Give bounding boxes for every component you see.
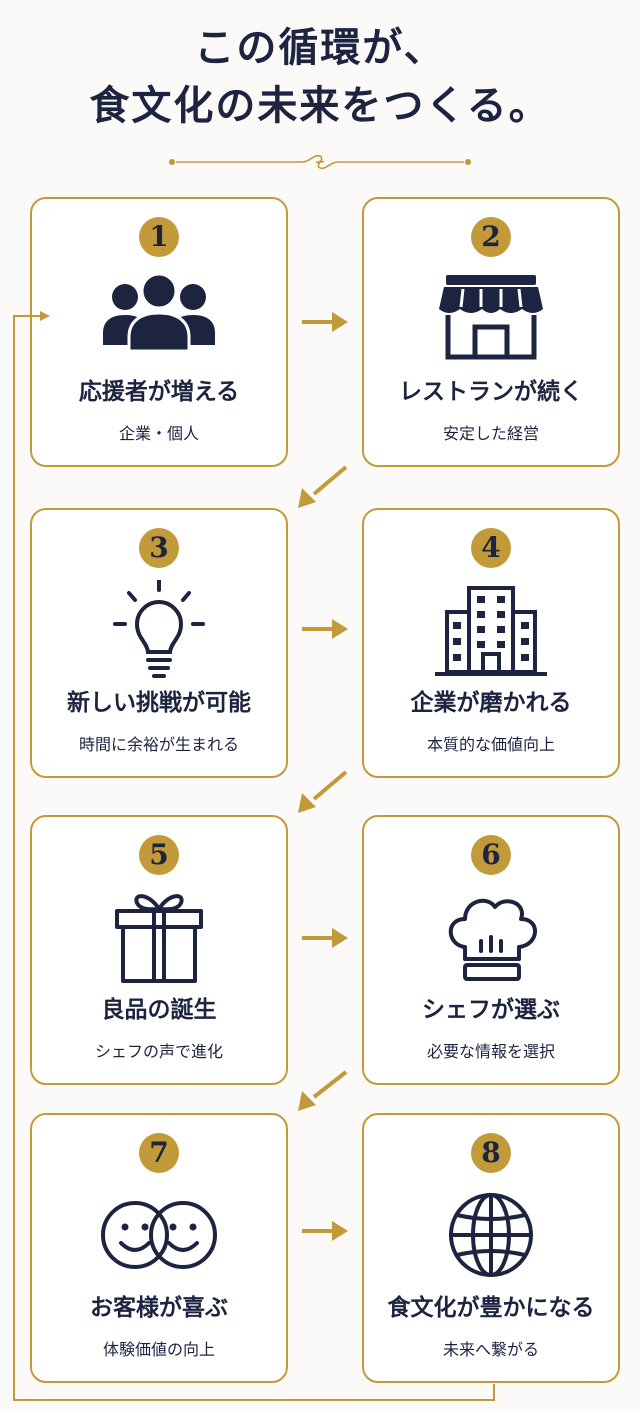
people-icon	[103, 272, 215, 353]
step-subtitle: 時間に余裕が生まれる	[78, 735, 239, 754]
globe-icon	[449, 1193, 533, 1277]
arrow-4-to-5	[298, 770, 348, 813]
step-card-7: 7 お客様が喜ぶ 体験価値の向上	[30, 1113, 288, 1383]
step-title: 食文化が豊かになる	[387, 1295, 595, 1321]
page-title-line-1: この循環が、	[194, 24, 446, 71]
step-number-badge: 3	[139, 528, 179, 568]
step-card-4: 4 企業が磨かれる 本質的な価値向上	[362, 508, 620, 778]
step-title: 良品の誕生	[101, 997, 217, 1023]
step-subtitle: 体験価値の向上	[102, 1340, 215, 1359]
step-subtitle: 安定した経営	[442, 424, 539, 443]
step-title: 新しい挑戦が可能	[67, 690, 251, 716]
step-card-8: 8 食文化が豊かになる 未来へ繋がる	[362, 1113, 620, 1383]
step-card-6: 6 シェフが選ぶ 必要な情報を選択	[362, 815, 620, 1085]
step-number-badge: 1	[139, 217, 179, 257]
arrow-7-to-8	[302, 1221, 348, 1241]
step-subtitle: 必要な情報を選択	[426, 1042, 555, 1061]
smiley-faces-icon	[101, 1201, 217, 1269]
arrow-1-to-2	[302, 312, 348, 332]
step-card-5: 5 良品の誕生 シェフの声で進化	[30, 815, 288, 1085]
step-card-3: 3 新しい挑戦が可能 時間に余裕が生まれる	[30, 508, 288, 778]
gift-icon	[115, 894, 203, 983]
step-card-1: 1 応援者が増える 企業・個人	[30, 197, 288, 467]
arrow-5-to-6	[302, 928, 348, 948]
page-title-line-2: 食文化の未来をつくる。	[89, 82, 551, 129]
storefront-icon	[439, 275, 543, 360]
step-subtitle: シェフの声で進化	[94, 1042, 223, 1061]
step-number-badge: 7	[139, 1133, 179, 1173]
step-number-badge: 4	[471, 528, 511, 568]
step-subtitle: 本質的な価値向上	[426, 735, 555, 754]
step-number-badge: 6	[471, 835, 511, 875]
building-icon	[435, 586, 547, 676]
step-number-badge: 2	[471, 217, 511, 257]
arrow-3-to-4	[302, 619, 348, 639]
step-subtitle: 企業・個人	[118, 424, 199, 443]
step-title: シェフが選ぶ	[422, 997, 560, 1023]
step-number-badge: 5	[139, 835, 179, 875]
step-title: レストランが続く	[399, 379, 583, 405]
step-card-2: 2 レストランが続く 安定した経営	[362, 197, 620, 467]
step-subtitle: 未来へ繋がる	[442, 1340, 539, 1359]
lightbulb-icon	[113, 580, 205, 678]
step-number-badge: 8	[471, 1133, 511, 1173]
title-ornament	[169, 154, 471, 170]
chef-hat-icon	[448, 898, 537, 981]
step-title: 企業が磨かれる	[410, 690, 572, 716]
step-title: 応援者が増える	[78, 379, 240, 405]
arrow-2-to-3	[298, 465, 348, 508]
arrow-6-to-7	[298, 1070, 348, 1111]
step-title: お客様が喜ぶ	[90, 1295, 228, 1321]
